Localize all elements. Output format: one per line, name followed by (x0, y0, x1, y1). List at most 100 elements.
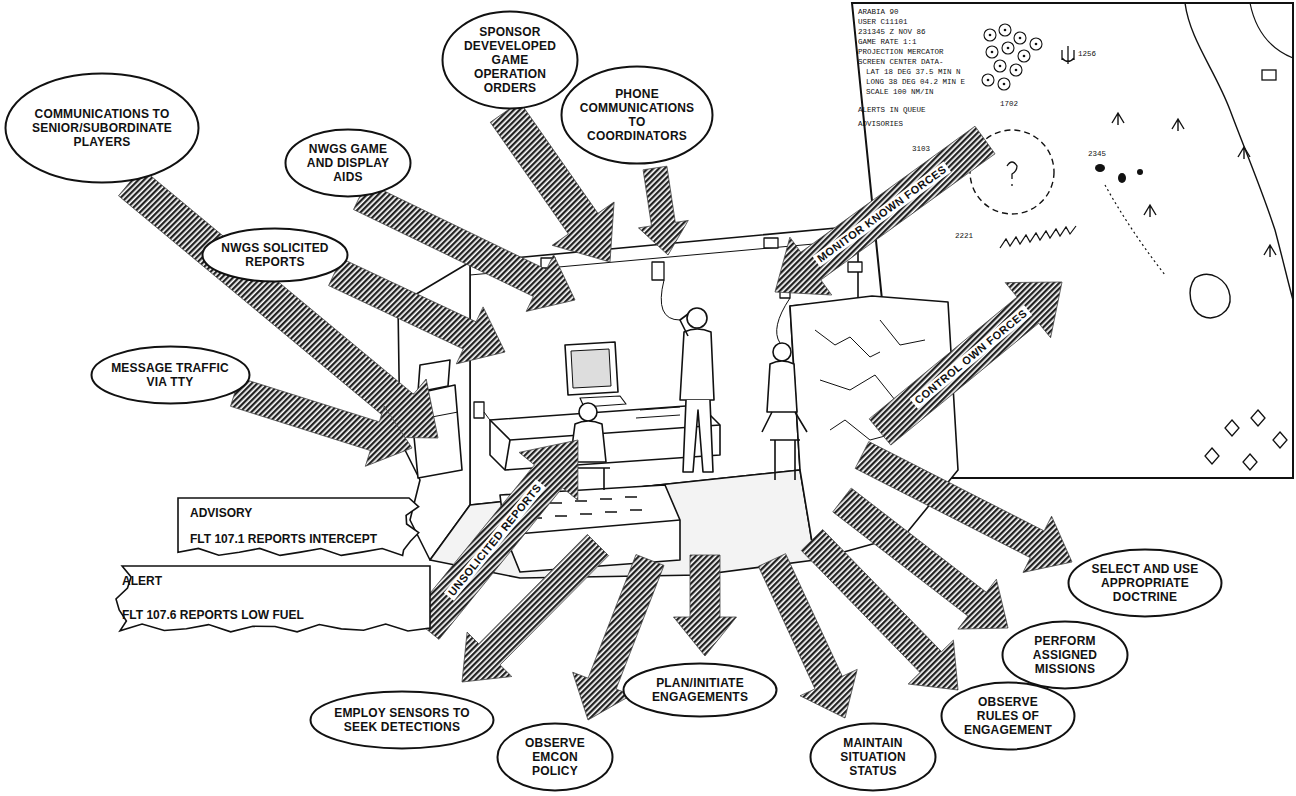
map-readout: 231345 Z NOV 86 (858, 28, 926, 37)
map-readout: 2221 (955, 232, 973, 241)
map-display (1035, 43, 1038, 46)
map-display (1262, 70, 1276, 80)
oval-shape (1069, 550, 1222, 617)
map-display (994, 60, 1006, 72)
command-room (661, 280, 680, 320)
map-display (982, 24, 1042, 90)
map-display (1095, 164, 1143, 183)
map-display (852, 3, 1293, 478)
command-room (579, 403, 597, 421)
map-display (989, 34, 992, 37)
map-readout: ARABIA 90 (858, 8, 899, 17)
command-room (683, 400, 713, 472)
hatched-arrow (775, 126, 995, 295)
map-display (1003, 83, 1006, 86)
command-room (767, 361, 797, 412)
map-display (1019, 37, 1022, 40)
oval-shape (942, 683, 1075, 750)
map-readout: 2345 (1088, 150, 1106, 159)
map-display (987, 29, 1038, 86)
map-display (999, 65, 1002, 68)
map-display (1002, 42, 1014, 54)
oval-shape (286, 130, 411, 197)
map-display (1185, 3, 1293, 300)
map-display (1030, 38, 1042, 50)
map-display (999, 24, 1011, 36)
oval-text: MESSAGE TRAFFIC VIA TTY (108, 361, 233, 389)
map-display (1004, 29, 1007, 32)
goal-oval: PLAN/INITIATE ENGAGEMENTS (622, 662, 778, 718)
map-display (1007, 162, 1017, 186)
map-display (991, 51, 994, 54)
goal-oval: PHONE COMMUNICATIONS TO COORDINATORS (560, 65, 714, 165)
goal-oval: COMMUNICATIONS TO SENIOR/SUBORDINATE PLA… (4, 72, 200, 184)
flow-arrows (119, 102, 1073, 720)
goal-oval: OBSERVE EMCON POLICY (496, 722, 614, 792)
oval-text: OBSERVE EMCON POLICY (515, 736, 595, 778)
map-readout: PROJECTION MERCATOR (858, 48, 944, 57)
oval-shape (498, 724, 613, 791)
map-display (1144, 205, 1156, 217)
oval-text: SELECT AND USE APPROPRIATE DOCTRINE (1085, 562, 1205, 604)
oval-shape (1003, 622, 1128, 689)
map-display (1251, 410, 1265, 426)
command-room (636, 407, 680, 418)
map-display (1238, 147, 1250, 159)
hatched-arrow (231, 378, 413, 467)
map-display (986, 46, 998, 58)
map-readout: 1256 (1078, 50, 1096, 59)
map-display (1018, 50, 1030, 62)
goal-oval: EMPLOY SENSORS TO SEEK DETECTIONS (309, 690, 495, 750)
map-display (1137, 169, 1143, 175)
goal-oval: NWGS GAME AND DISPLAY AIDS (284, 128, 412, 198)
map-display (1205, 410, 1287, 470)
oval-shape (91, 347, 249, 404)
command-room (680, 329, 714, 400)
map-display (1264, 245, 1276, 257)
command-room (848, 262, 862, 272)
oval-shape (811, 724, 936, 791)
map-display (982, 74, 994, 86)
command-room (652, 262, 664, 280)
map-display (998, 78, 1010, 90)
map-display (1118, 173, 1126, 183)
map-readout: 3103 (912, 145, 930, 154)
oval-shape (6, 74, 199, 183)
map-readout: LONG 38 DEG 04.2 MIN E (866, 78, 965, 87)
report-slip: ALERTFLT 107.6 REPORTS LOW FUEL (110, 566, 430, 632)
map-display (1112, 113, 1276, 257)
oval-shape (443, 12, 578, 109)
hatched-arrow (869, 282, 1062, 445)
oval-text: EMPLOY SENSORS TO SEEK DETECTIONS (327, 706, 477, 734)
oval-text: NWGS SOLICITED REPORTS (219, 241, 331, 269)
command-room (762, 412, 807, 480)
oval-text: PLAN/INITIATE ENGAGEMENTS (640, 676, 760, 704)
map-display (984, 29, 996, 41)
command-room (687, 308, 707, 328)
goal-oval: OBSERVE RULES OF ENGAGEMENT (940, 681, 1076, 751)
goal-oval: SELECT AND USE APPROPRIATE DOCTRINE (1067, 548, 1223, 618)
map-display (1007, 47, 1010, 50)
hatched-arrow (674, 555, 737, 656)
map-readout: ADVISORIES (858, 120, 903, 129)
goal-oval: PERFORM ASSIGNED MISSIONS (1001, 620, 1129, 690)
command-room (571, 349, 611, 388)
command-room (505, 440, 510, 470)
map-readout: 1702 (1000, 100, 1018, 109)
map-display (1273, 432, 1287, 448)
oval-shape (203, 229, 348, 282)
command-room (764, 238, 778, 248)
map-readout: ALERTS IN QUEUE (858, 106, 926, 115)
oval-shape (624, 664, 777, 717)
report-slip: ADVISORYFLT 107.1 REPORTS INTERCEPT (178, 498, 423, 556)
map-display (1225, 420, 1239, 436)
map-display (1190, 274, 1230, 317)
oval-text: OBSERVE RULES OF ENGAGEMENT (958, 695, 1058, 737)
map-display (987, 79, 990, 82)
oval-shape (562, 67, 713, 164)
report-heading: ALERT (122, 574, 406, 588)
oval-text: PHONE COMMUNICATIONS TO COORDINATORS (578, 87, 696, 143)
map-display (1172, 119, 1184, 131)
map-display (1023, 55, 1026, 58)
